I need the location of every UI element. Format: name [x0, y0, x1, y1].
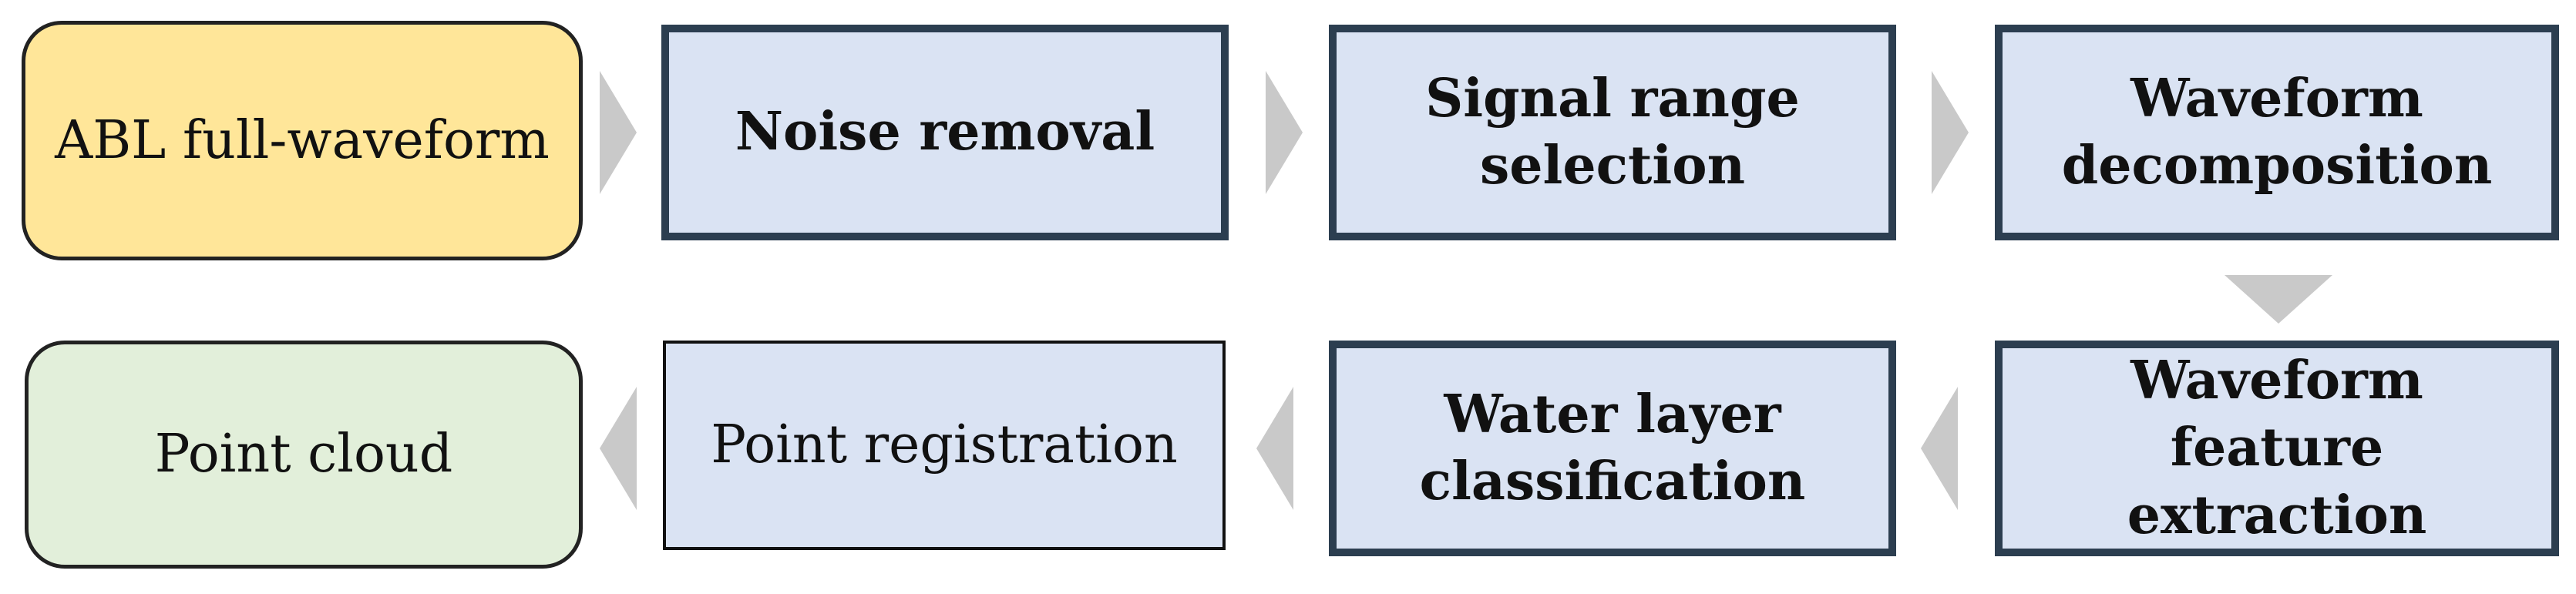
arrow-down-icon — [2225, 275, 2332, 324]
node-signal-range-selection: Signal range selection — [1329, 25, 1896, 240]
node-point-registration-label: Point registration — [711, 414, 1178, 476]
node-point-cloud-label: Point cloud — [154, 424, 453, 485]
node-waveform-decomposition-label: Waveform decomposition — [2061, 67, 2493, 196]
arrow-right-2-icon — [1266, 71, 1303, 194]
node-point-cloud: Point cloud — [25, 341, 583, 569]
node-waveform-feature-extraction: Waveform feature extraction — [1995, 341, 2559, 556]
node-water-layer-classification: Water layer classification — [1329, 341, 1896, 556]
arrow-left-3-icon — [600, 387, 637, 510]
node-abl-full-waveform: ABL full-waveform — [22, 21, 583, 260]
node-noise-removal: Noise removal — [661, 25, 1229, 240]
node-waveform-feature-extraction-label: Waveform feature extraction — [2127, 350, 2427, 546]
arrow-left-1-icon — [1921, 387, 1958, 510]
node-abl-full-waveform-label: ABL full-waveform — [55, 109, 550, 171]
node-noise-removal-label: Noise removal — [735, 101, 1155, 163]
node-signal-range-selection-label: Signal range selection — [1425, 67, 1800, 196]
arrow-left-2-icon — [1256, 387, 1293, 510]
node-point-registration: Point registration — [663, 341, 1226, 550]
arrow-right-3-icon — [1932, 71, 1969, 194]
node-waveform-decomposition: Waveform decomposition — [1995, 25, 2559, 240]
node-water-layer-classification-label: Water layer classification — [1419, 383, 1806, 512]
arrow-right-1-icon — [600, 71, 637, 194]
